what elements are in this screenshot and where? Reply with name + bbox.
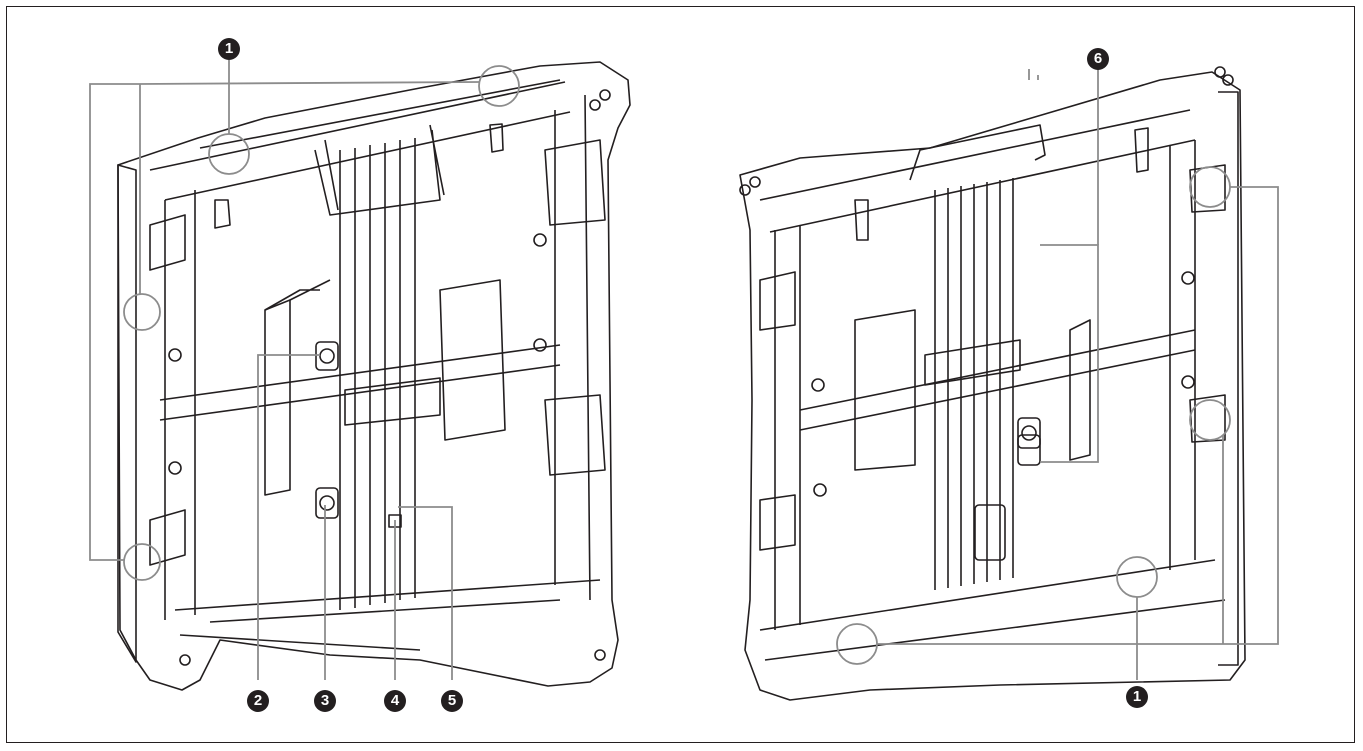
callout-5: 5	[441, 690, 463, 712]
callout-leaders	[89, 60, 1279, 680]
left-cabinet	[117, 61, 631, 691]
callout-6: 6	[1087, 48, 1109, 70]
figure-border	[6, 6, 1355, 743]
callout-3: 3	[314, 690, 336, 712]
callout-2: 2	[247, 690, 269, 712]
callout-1-right: 1	[1126, 686, 1148, 708]
callout-1-left: 1	[218, 38, 240, 60]
right-cabinet	[739, 66, 1246, 701]
callout-4: 4	[384, 690, 406, 712]
